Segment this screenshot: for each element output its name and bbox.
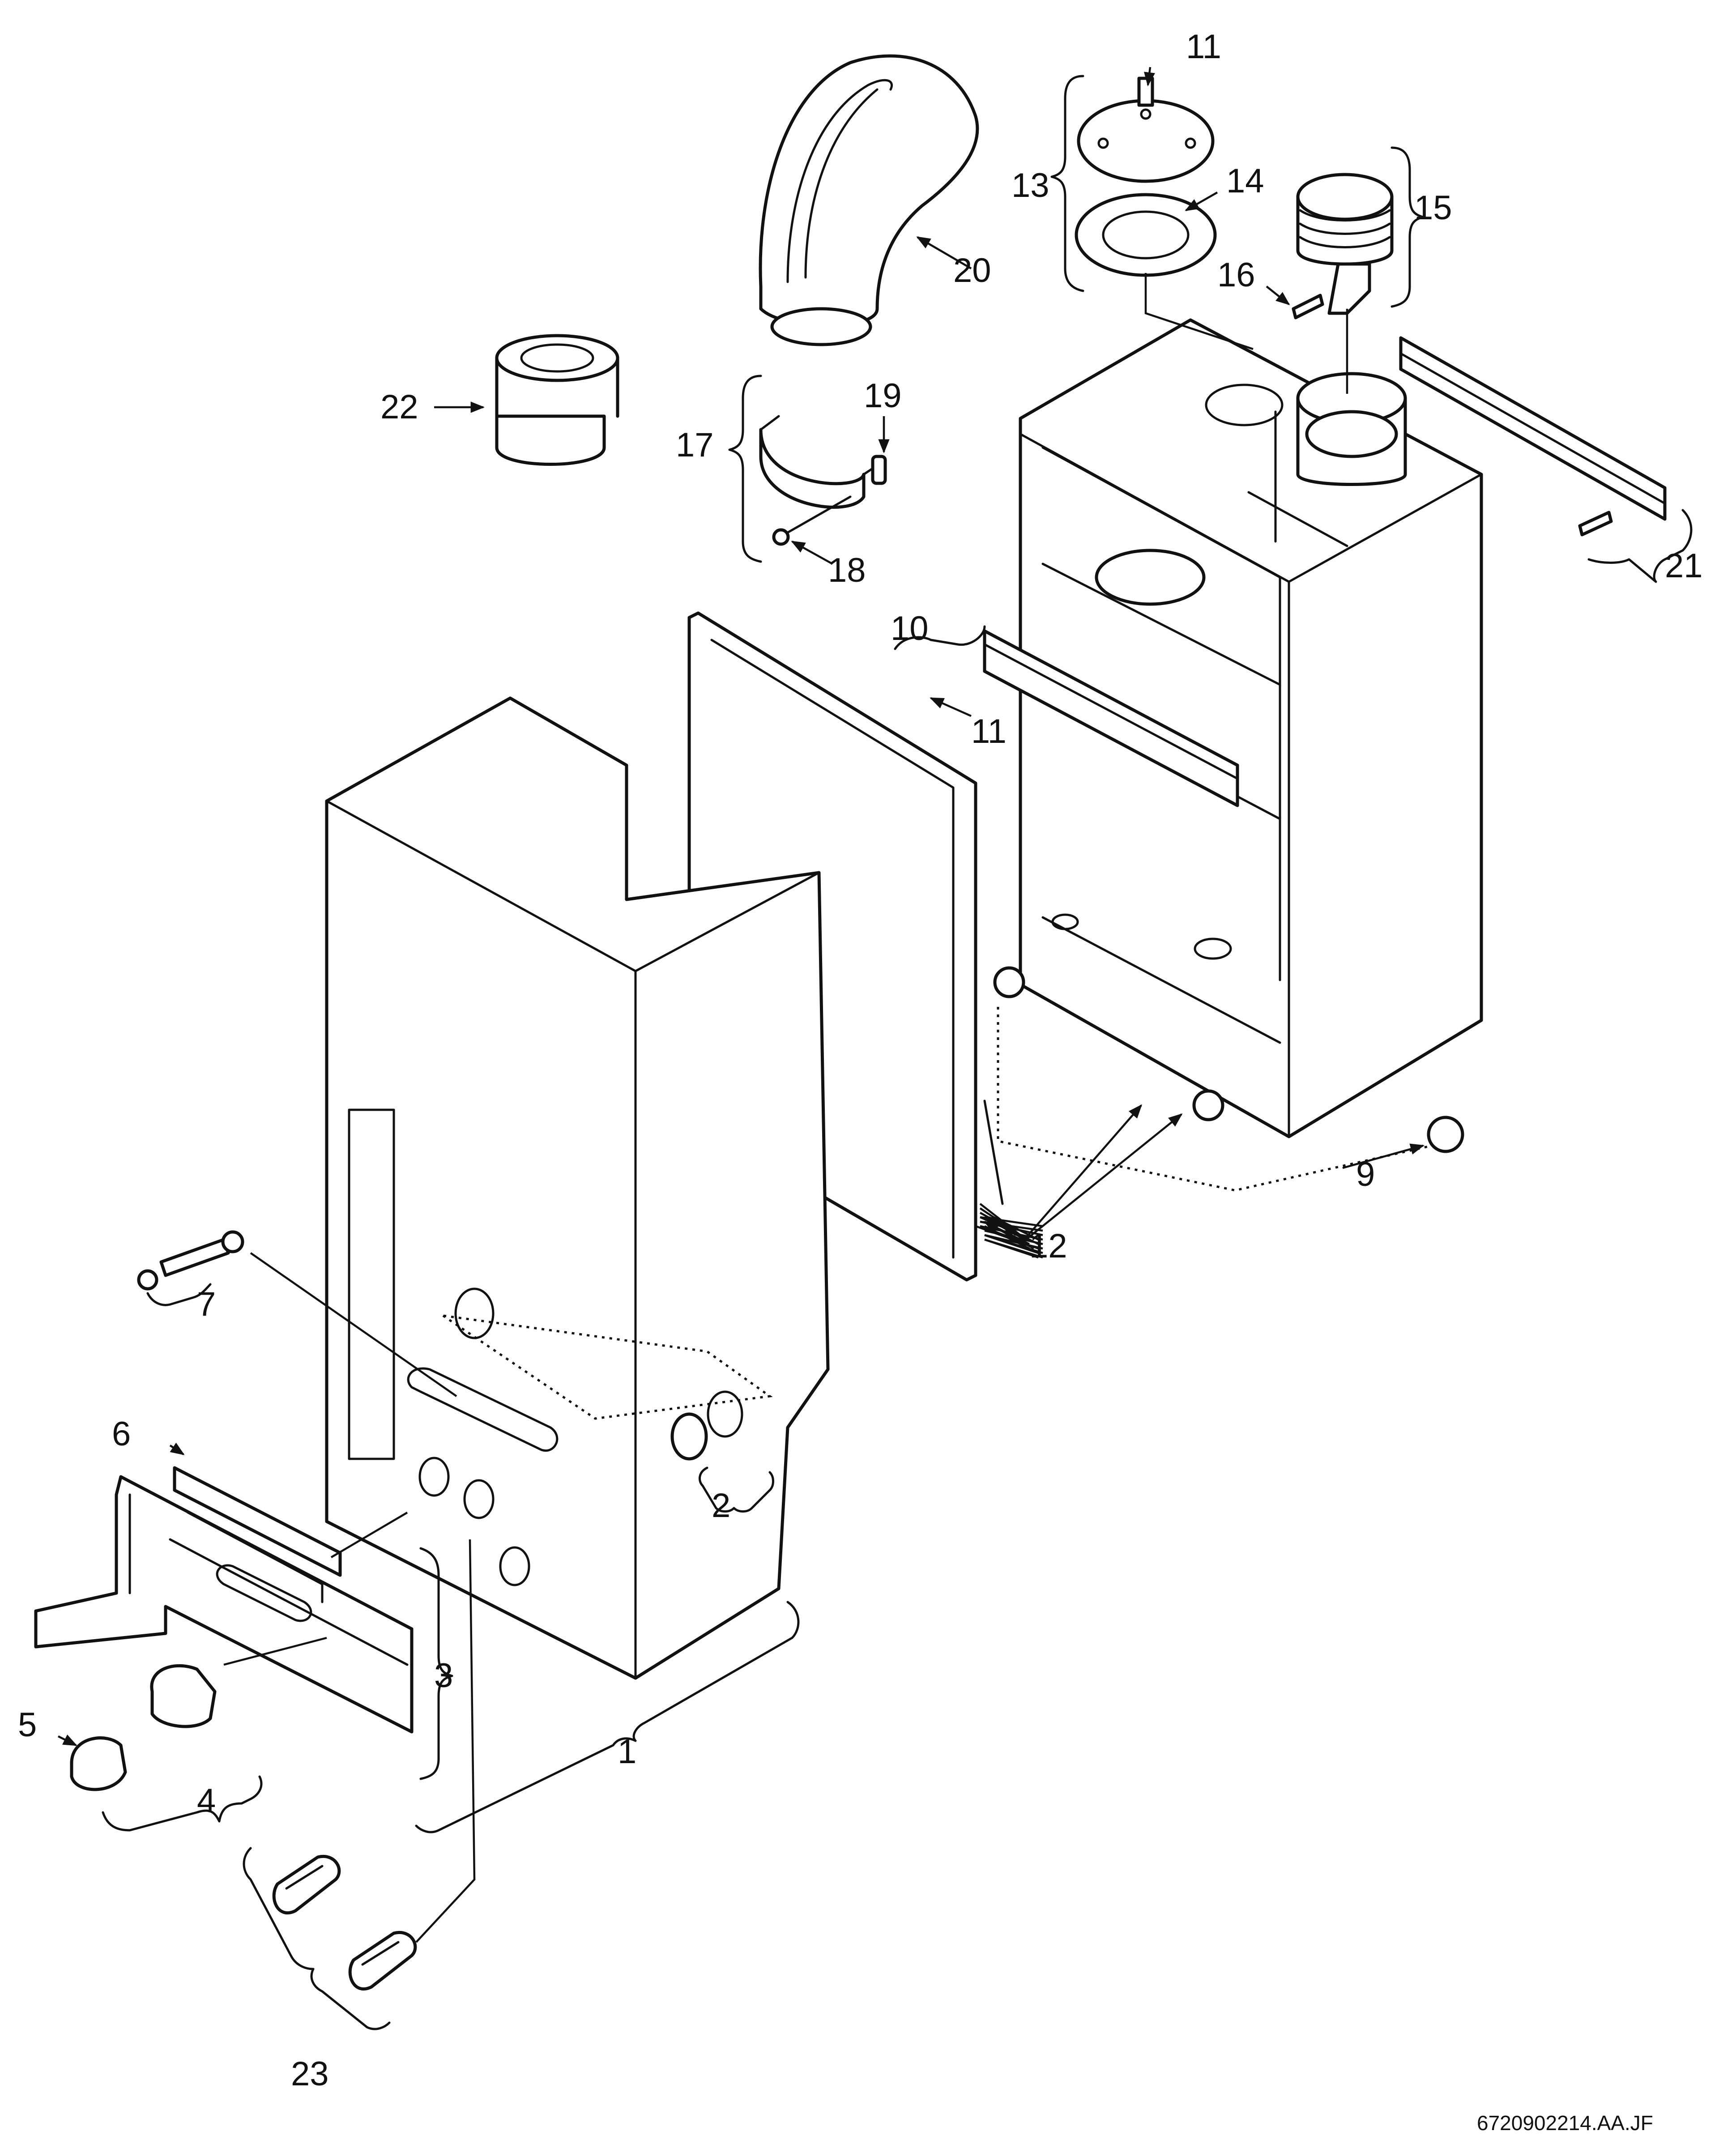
control-knob <box>70 1664 217 1791</box>
wall-mounting-bracket <box>1399 336 1667 537</box>
grommets <box>272 1854 417 1991</box>
callout-7: 7 <box>197 1285 216 1323</box>
callout-6: 6 <box>112 1415 131 1453</box>
callout-labels: 1 2 3 4 5 6 7 9 10 11 11 12 13 14 15 16 … <box>18 28 1703 2135</box>
callout-4: 4 <box>197 1782 216 1820</box>
cross-bracket <box>983 629 1239 807</box>
screw-set <box>137 1230 244 1291</box>
callout-15: 15 <box>1414 189 1452 227</box>
callout-10: 10 <box>891 609 929 648</box>
callout-23: 23 <box>291 2055 329 2093</box>
callout-1: 1 <box>618 1733 636 1771</box>
callout-20: 20 <box>953 251 991 290</box>
callout-3: 3 <box>434 1657 453 1695</box>
callout-2: 2 <box>712 1487 730 1525</box>
main-frame <box>993 318 1483 1153</box>
callout-18: 18 <box>828 551 866 589</box>
callout-19: 19 <box>864 377 902 415</box>
flue-elbow <box>759 54 979 346</box>
callout-14: 14 <box>1226 162 1264 200</box>
callout-16: 16 <box>1217 256 1255 294</box>
cover-plate-gasket <box>1075 77 1217 277</box>
flue-clamp <box>759 415 887 546</box>
air-vent-terminal <box>1292 173 1394 320</box>
assembly-lines <box>223 273 1433 1943</box>
callout-22: 22 <box>380 388 418 426</box>
callout-9: 9 <box>1356 1155 1375 1193</box>
callout-12: 12 <box>1029 1227 1067 1265</box>
group-braces <box>102 75 1693 2030</box>
callout-13: 13 <box>1011 166 1049 205</box>
flue-adaptor <box>495 334 619 466</box>
callout-arrows <box>57 67 1425 1747</box>
callout-5: 5 <box>18 1706 37 1744</box>
front-casing <box>325 696 830 1680</box>
control-panel <box>34 1466 414 1734</box>
callout-21: 21 <box>1665 547 1703 585</box>
drawing-code: 6720902214.AA.JF <box>1477 2111 1653 2135</box>
callout-11-top: 11 <box>1186 28 1221 66</box>
callout-17: 17 <box>676 426 714 464</box>
callout-11-bracket: 11 <box>971 712 1007 750</box>
